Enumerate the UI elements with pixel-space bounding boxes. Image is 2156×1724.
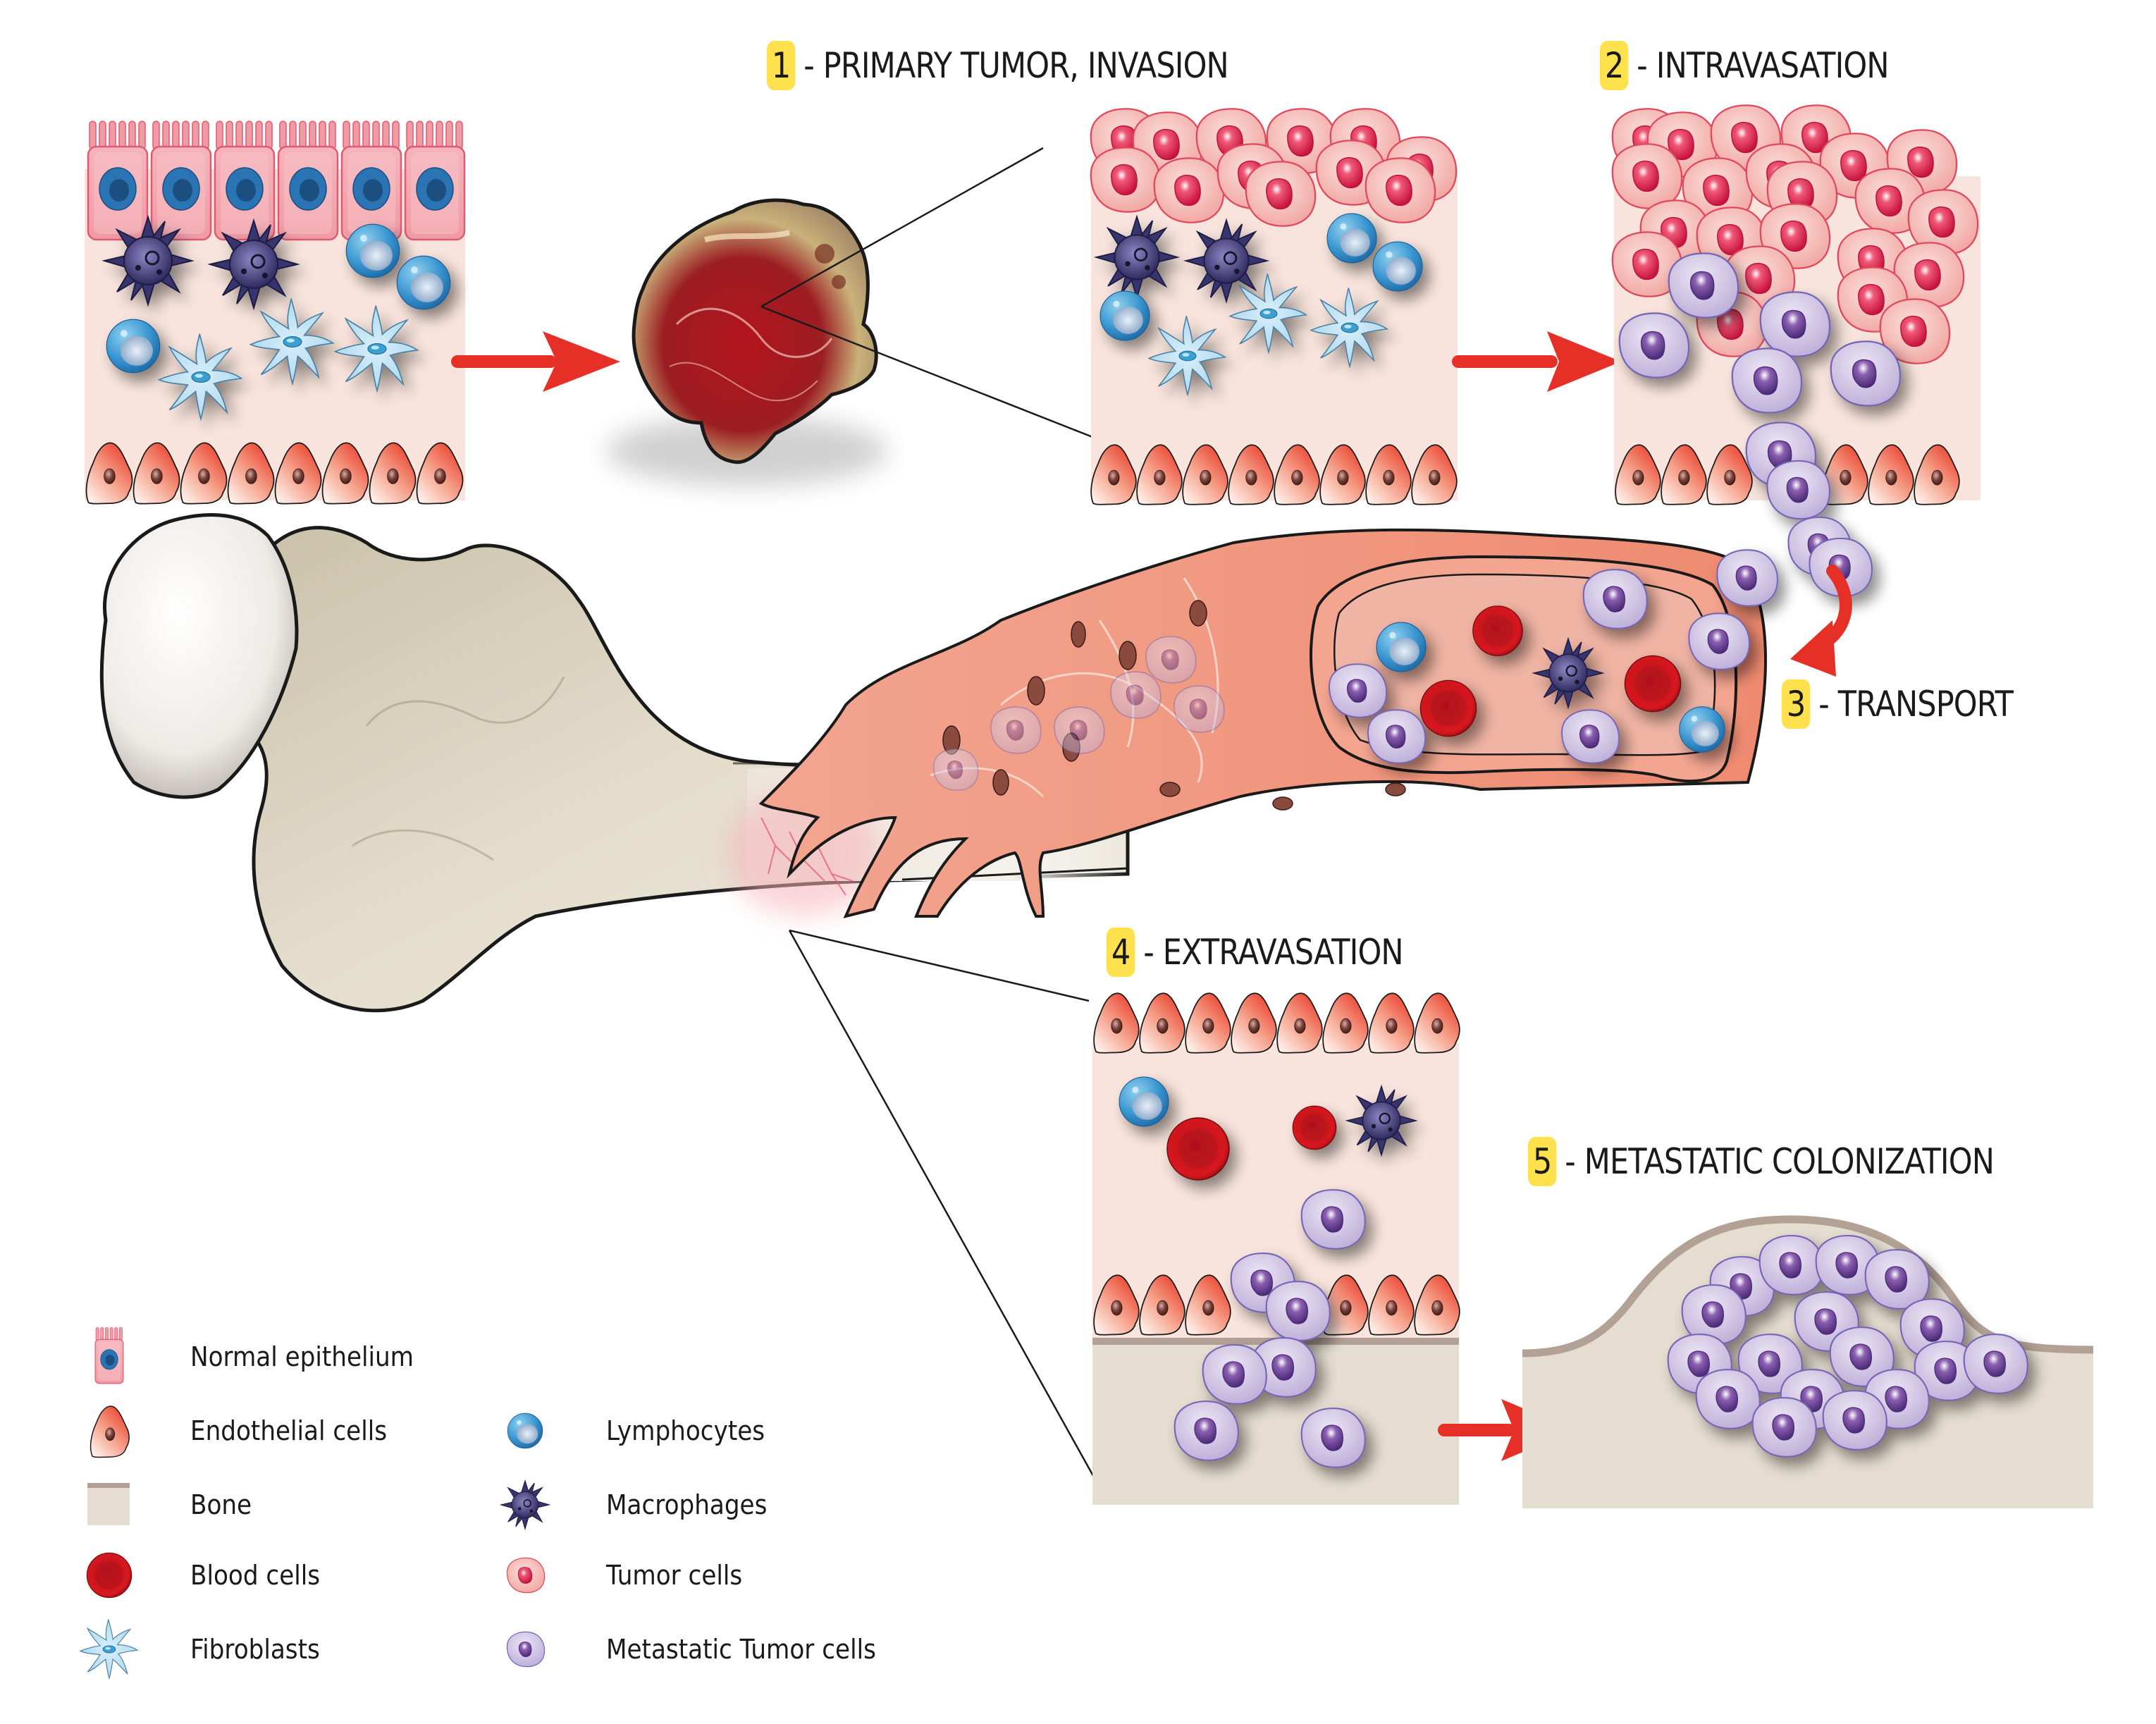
arrow-right-icon: [1452, 331, 1621, 392]
panel-primary-tumor-invasion: [1090, 108, 1458, 505]
legend-item-bone: Bone: [78, 1473, 259, 1537]
bone-icon: [78, 1473, 141, 1537]
red-blood-cell: [1472, 605, 1523, 656]
stage-title-text: - INTRAVASATION: [1637, 45, 1889, 86]
curved-arrow-icon: [1790, 565, 1852, 677]
stage-title-text: - EXTRAVASATION: [1143, 932, 1403, 973]
zoom-callout-lines: [788, 929, 1101, 1488]
arrow-right-icon: [451, 331, 620, 392]
lymphocyte-icon: [493, 1399, 557, 1463]
stage-title-3: 3 - TRANSPORT: [1782, 679, 2014, 729]
macrophage: [103, 216, 193, 306]
endothelial-cell-icon: [78, 1399, 141, 1463]
tumor-cell-icon: [493, 1544, 557, 1607]
stage-title-text: - TRANSPORT: [1818, 684, 2014, 725]
stage-title-1: 1 - PRIMARY TUMOR, INVASION: [767, 41, 1229, 90]
legend-item-normal-epithelium: Normal epithelium: [78, 1325, 438, 1389]
macrophage: [1095, 216, 1178, 299]
lymphocyte: [1099, 290, 1150, 341]
legend-item-endothelial-cells: Endothelial cells: [78, 1399, 409, 1463]
red-blood-cell: [1166, 1117, 1230, 1181]
stage-number-badge: 2: [1600, 41, 1629, 90]
primary-tumor-mass: [606, 198, 888, 486]
panel-normal-tissue: [85, 120, 466, 505]
vessel-wall-nuclei: [942, 600, 1406, 811]
blood-cell-icon: [78, 1544, 141, 1607]
bone-surface: [1522, 1215, 2094, 1357]
red-blood-cell: [1292, 1105, 1337, 1150]
panel-intravasation: [1611, 104, 1981, 598]
bone-matrix: [1522, 1219, 2093, 1508]
stage-number-badge: 3: [1782, 679, 1811, 729]
macrophage: [1185, 219, 1268, 302]
legend-item-tumor-cells: Tumor cells: [493, 1544, 758, 1607]
panel-metastatic-colonization: [1522, 1215, 2094, 1508]
macrophage: [1346, 1085, 1417, 1156]
lymphocyte: [396, 255, 451, 310]
legend-item-fibroblasts: Fibroblasts: [78, 1618, 334, 1681]
zoom-callout-lines: [760, 147, 1093, 438]
blood-vessel: [758, 528, 1779, 918]
lymphocyte: [345, 223, 400, 278]
panel-extravasation: [1092, 992, 1460, 1505]
red-blood-cell: [1624, 655, 1682, 713]
stage-number-badge: 1: [767, 41, 796, 90]
lymphocyte: [1326, 213, 1377, 264]
stage-number-badge: 4: [1107, 928, 1135, 977]
lymphocyte: [1119, 1076, 1169, 1127]
stage-title-5: 5 - METASTATIC COLONIZATION: [1528, 1137, 1995, 1186]
legend-item-blood-cells: Blood cells: [78, 1544, 335, 1607]
macrophage: [1533, 638, 1603, 708]
red-blood-cell: [1419, 679, 1477, 737]
normal-epithelium-icon: [78, 1325, 141, 1389]
lymphocyte: [1679, 706, 1725, 753]
macrophage: [209, 219, 299, 309]
stage-number-badge: 5: [1528, 1137, 1557, 1186]
lymphocyte: [1376, 622, 1427, 672]
lymphocyte: [1372, 241, 1423, 292]
stage-title-4: 4 - EXTRAVASATION: [1107, 928, 1404, 977]
legend-item-macrophages: Macrophages: [493, 1473, 785, 1537]
stage-title-text: - METASTATIC COLONIZATION: [1565, 1141, 1995, 1182]
metastatic-tumor-cell-icon: [493, 1618, 557, 1681]
stage-title-2: 2 - INTRAVASATION: [1600, 41, 1890, 90]
legend-item-metastatic-tumor-cells: Metastatic Tumor cells: [493, 1618, 906, 1681]
legend-item-lymphocytes: Lymphocytes: [493, 1399, 782, 1463]
stage-title-text: - PRIMARY TUMOR, INVASION: [803, 45, 1228, 86]
tumor-cell-cluster: [1090, 108, 1458, 227]
macrophage-icon: [493, 1473, 557, 1537]
lymphocyte: [106, 319, 161, 374]
fibroblast-icon: [78, 1618, 141, 1681]
